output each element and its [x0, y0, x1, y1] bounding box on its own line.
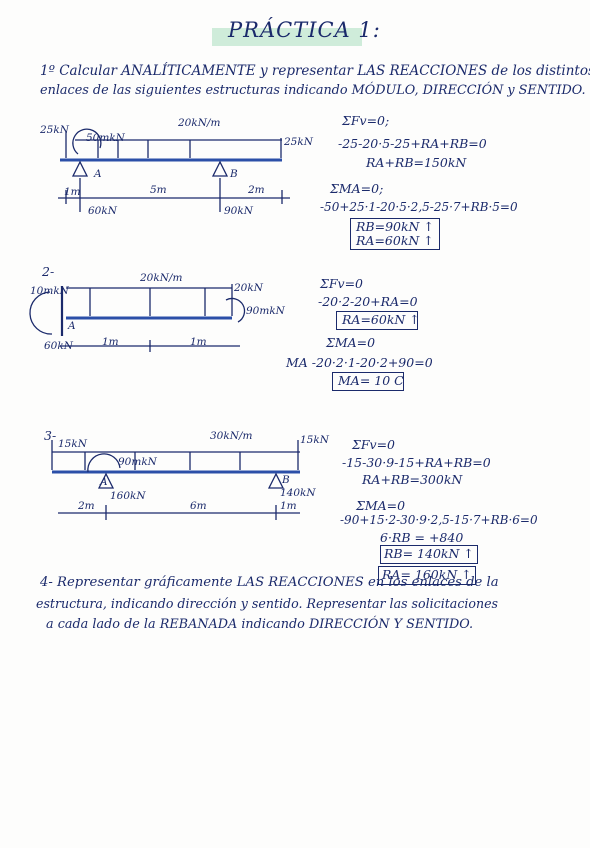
p3-left-load: 15kN	[58, 438, 87, 450]
problem3-support-b	[267, 472, 285, 489]
p3-reaction-a: 160kN	[110, 490, 146, 502]
problem1-moment-arc	[72, 128, 102, 155]
p3-eq-1: ΣFv=0	[352, 437, 395, 452]
p2-eq-3: ΣMA=0	[326, 335, 376, 350]
p1-reaction-b: 90kN	[224, 205, 253, 217]
p2-eq-2: -20·2-20+RA=0	[318, 294, 418, 309]
p3-reaction-b: 140kN	[280, 487, 316, 499]
p1-eq-1: ΣFv=0;	[342, 113, 390, 128]
p2-distributed: 20kN/m	[140, 272, 183, 284]
p1-dim-1: 1m	[64, 186, 81, 198]
title-highlight	[212, 28, 362, 46]
p3-moment: 90mkN	[118, 456, 157, 468]
problem1-support-b	[211, 160, 229, 177]
p3-dim-3: 1m	[280, 500, 297, 512]
intro-line-1: 1º Calcular ANALÍTICAMENTE y representar…	[40, 63, 590, 79]
p3-support-a-label: A	[100, 476, 108, 488]
p2-eq-4: MA -20·2·1-20·2+90=0	[286, 355, 433, 370]
p4-line-3: a cada lado de la REBANADA indicando DIR…	[46, 617, 474, 632]
p3-eq-3: RA+RB=300kN	[362, 472, 463, 487]
p3-eq-6: 6·RB = +840	[380, 530, 464, 545]
p3-eq-5: -90+15·2-30·9·2,5-15·7+RB·6=0	[340, 513, 538, 527]
p4-line-1: 4- Representar gráficamente LAS REACCION…	[40, 575, 499, 590]
problem3-moment-arc	[87, 453, 121, 473]
p2-reaction: 60kN	[44, 340, 73, 352]
p1-eq-5: -50+25·1-20·5·2,5-25·7+RB·5=0	[320, 200, 518, 214]
p2-point-load: 20kN	[234, 282, 263, 294]
p1-moment: 50mkN	[86, 132, 125, 144]
p1-eq-3: RA+RB=150kN	[366, 155, 467, 170]
problem1-figure	[58, 128, 290, 212]
problem2-moment-left	[29, 291, 53, 335]
p2-result-box-1	[336, 311, 418, 330]
p2-result-ra: RA=60kN ↑	[342, 312, 420, 327]
p1-reaction-a: 60kN	[88, 205, 117, 217]
p2-dim-1: 1m	[102, 336, 119, 348]
p1-result-rb: RB=90kN ↑	[356, 219, 434, 234]
problem3-support-a	[97, 472, 115, 489]
p3-number: 3-	[44, 428, 57, 443]
p1-dim-2: 5m	[150, 184, 167, 196]
p3-result-ra: RA= 160kN ↑	[382, 567, 472, 582]
p2-moment-right: 90mkN	[246, 305, 285, 317]
p2-result-ma: MA= 10 C	[338, 373, 404, 388]
problem1-support-a	[71, 160, 89, 177]
p3-result-box-2	[378, 566, 476, 585]
p4-line-2: estructura, indicando dirección y sentid…	[36, 596, 499, 611]
p3-right-load: 15kN	[300, 434, 329, 446]
p1-result-box	[350, 218, 440, 250]
page-title: PRÁCTICA 1:	[228, 18, 381, 42]
p2-eq-1: ΣFv=0	[320, 276, 363, 291]
p1-support-a-label: A	[94, 168, 102, 180]
p1-dim-3: 2m	[248, 184, 265, 196]
problem3-figure	[51, 440, 300, 520]
p1-left-load: 25kN	[40, 124, 69, 136]
p2-moment-left: 10mkN	[30, 285, 69, 297]
p1-right-load: 25kN	[284, 136, 313, 148]
p1-support-b-label: B	[230, 168, 238, 180]
intro-line-2: enlaces de las siguientes estructuras in…	[40, 83, 586, 98]
p1-eq-4: ΣMA=0;	[330, 181, 384, 196]
p3-eq-2: -15-30·9-15+RA+RB=0	[342, 455, 491, 470]
p1-result-ra: RA=60kN ↑	[356, 233, 434, 248]
p3-support-b-label: B	[282, 474, 290, 486]
p2-number: 2-	[42, 264, 55, 279]
p2-dim-2: 1m	[190, 336, 207, 348]
p3-dim-1: 2m	[78, 500, 95, 512]
p2-result-box-2	[332, 372, 404, 391]
p3-dim-2: 6m	[190, 500, 207, 512]
problem2-moment-right	[225, 297, 246, 323]
p3-result-box-1	[380, 545, 478, 564]
p2-support-label: A	[68, 320, 76, 332]
p1-eq-2: -25-20·5-25+RA+RB=0	[338, 136, 487, 151]
problem2-figure	[29, 284, 246, 352]
p3-distributed: 30kN/m	[210, 430, 253, 442]
p1-distributed: 20kN/m	[178, 117, 221, 129]
p3-eq-4: ΣMA=0	[356, 498, 406, 513]
p3-result-rb: RB= 140kN ↑	[384, 546, 474, 561]
